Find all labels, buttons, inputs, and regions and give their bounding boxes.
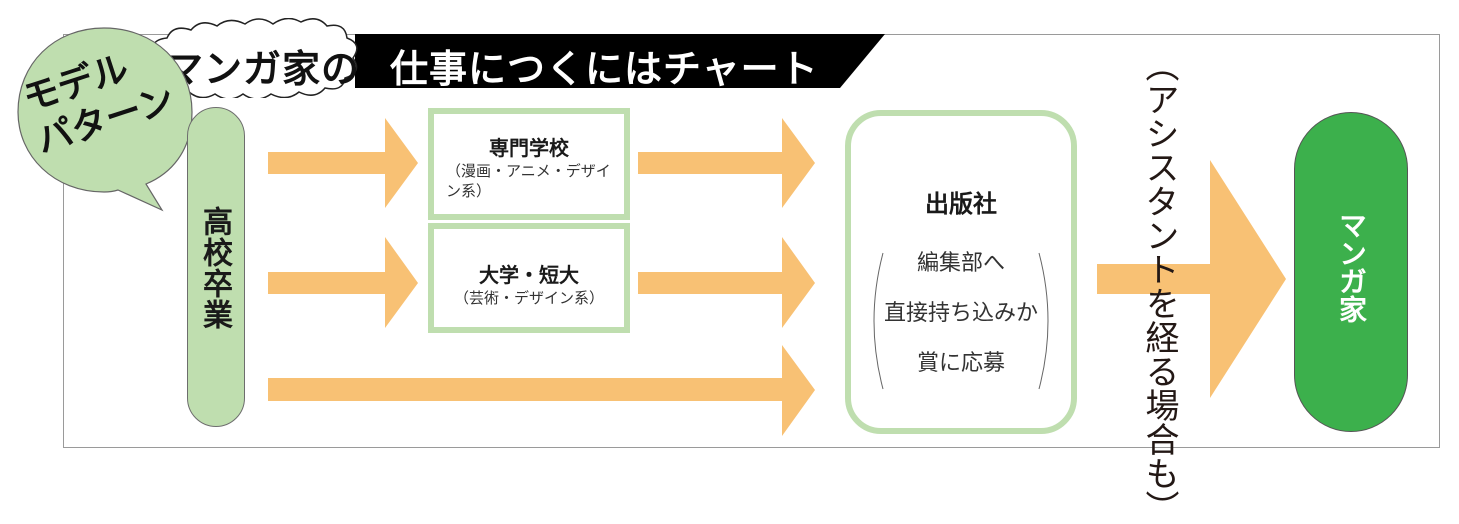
arrows-layer (268, 118, 1286, 436)
arrow-start-to-university (268, 237, 418, 328)
start-node: 高校卒業 (187, 107, 245, 427)
publisher-methods: 編集部へ 直接持ち込みか 賞に応募 (851, 239, 1071, 389)
arrow-publisher-to-goal (1097, 160, 1286, 398)
goal-node: マンガ家 (1294, 112, 1408, 432)
title-left: マンガ家の (165, 47, 361, 91)
start-label: 高校卒業 (197, 206, 232, 330)
school-name: 大学・短大 (479, 263, 579, 287)
school-detail: （漫画・アニメ・デザイン系） (446, 162, 611, 200)
school-name: 専門学校 (489, 136, 569, 160)
arrow-start-to-school (268, 118, 418, 208)
publisher-method: 賞に応募 (916, 351, 1005, 376)
model-pattern-bubble (17, 27, 193, 212)
right-paren-icon (1038, 252, 1049, 390)
title-cloud (152, 18, 358, 98)
publisher-method: 編集部へ (916, 251, 1005, 276)
publisher-name: 出版社 (925, 190, 997, 218)
left-paren-icon (873, 252, 884, 390)
arrow-university-to-publisher (638, 237, 815, 328)
arrow-start-to-publisher (268, 345, 815, 436)
title-bar (355, 34, 885, 88)
arrow-school-to-publisher (638, 118, 815, 208)
school-box-vocational: 専門学校 （漫画・アニメ・デザイン系） (428, 108, 630, 220)
goal-label: マンガ家 (1335, 211, 1368, 323)
school-detail: （芸術・デザイン系） (453, 289, 604, 307)
publisher-node: 出版社 編集部へ 直接持ち込みか 賞に応募 (845, 110, 1077, 434)
title-right: 仕事につくにはチャート (390, 47, 819, 91)
publisher-method: 直接持ち込みか (883, 301, 1038, 326)
assistant-note: （アシスタントを経る場合も） (1139, 48, 1179, 524)
school-box-university: 大学・短大 （芸術・デザイン系） (428, 223, 630, 333)
